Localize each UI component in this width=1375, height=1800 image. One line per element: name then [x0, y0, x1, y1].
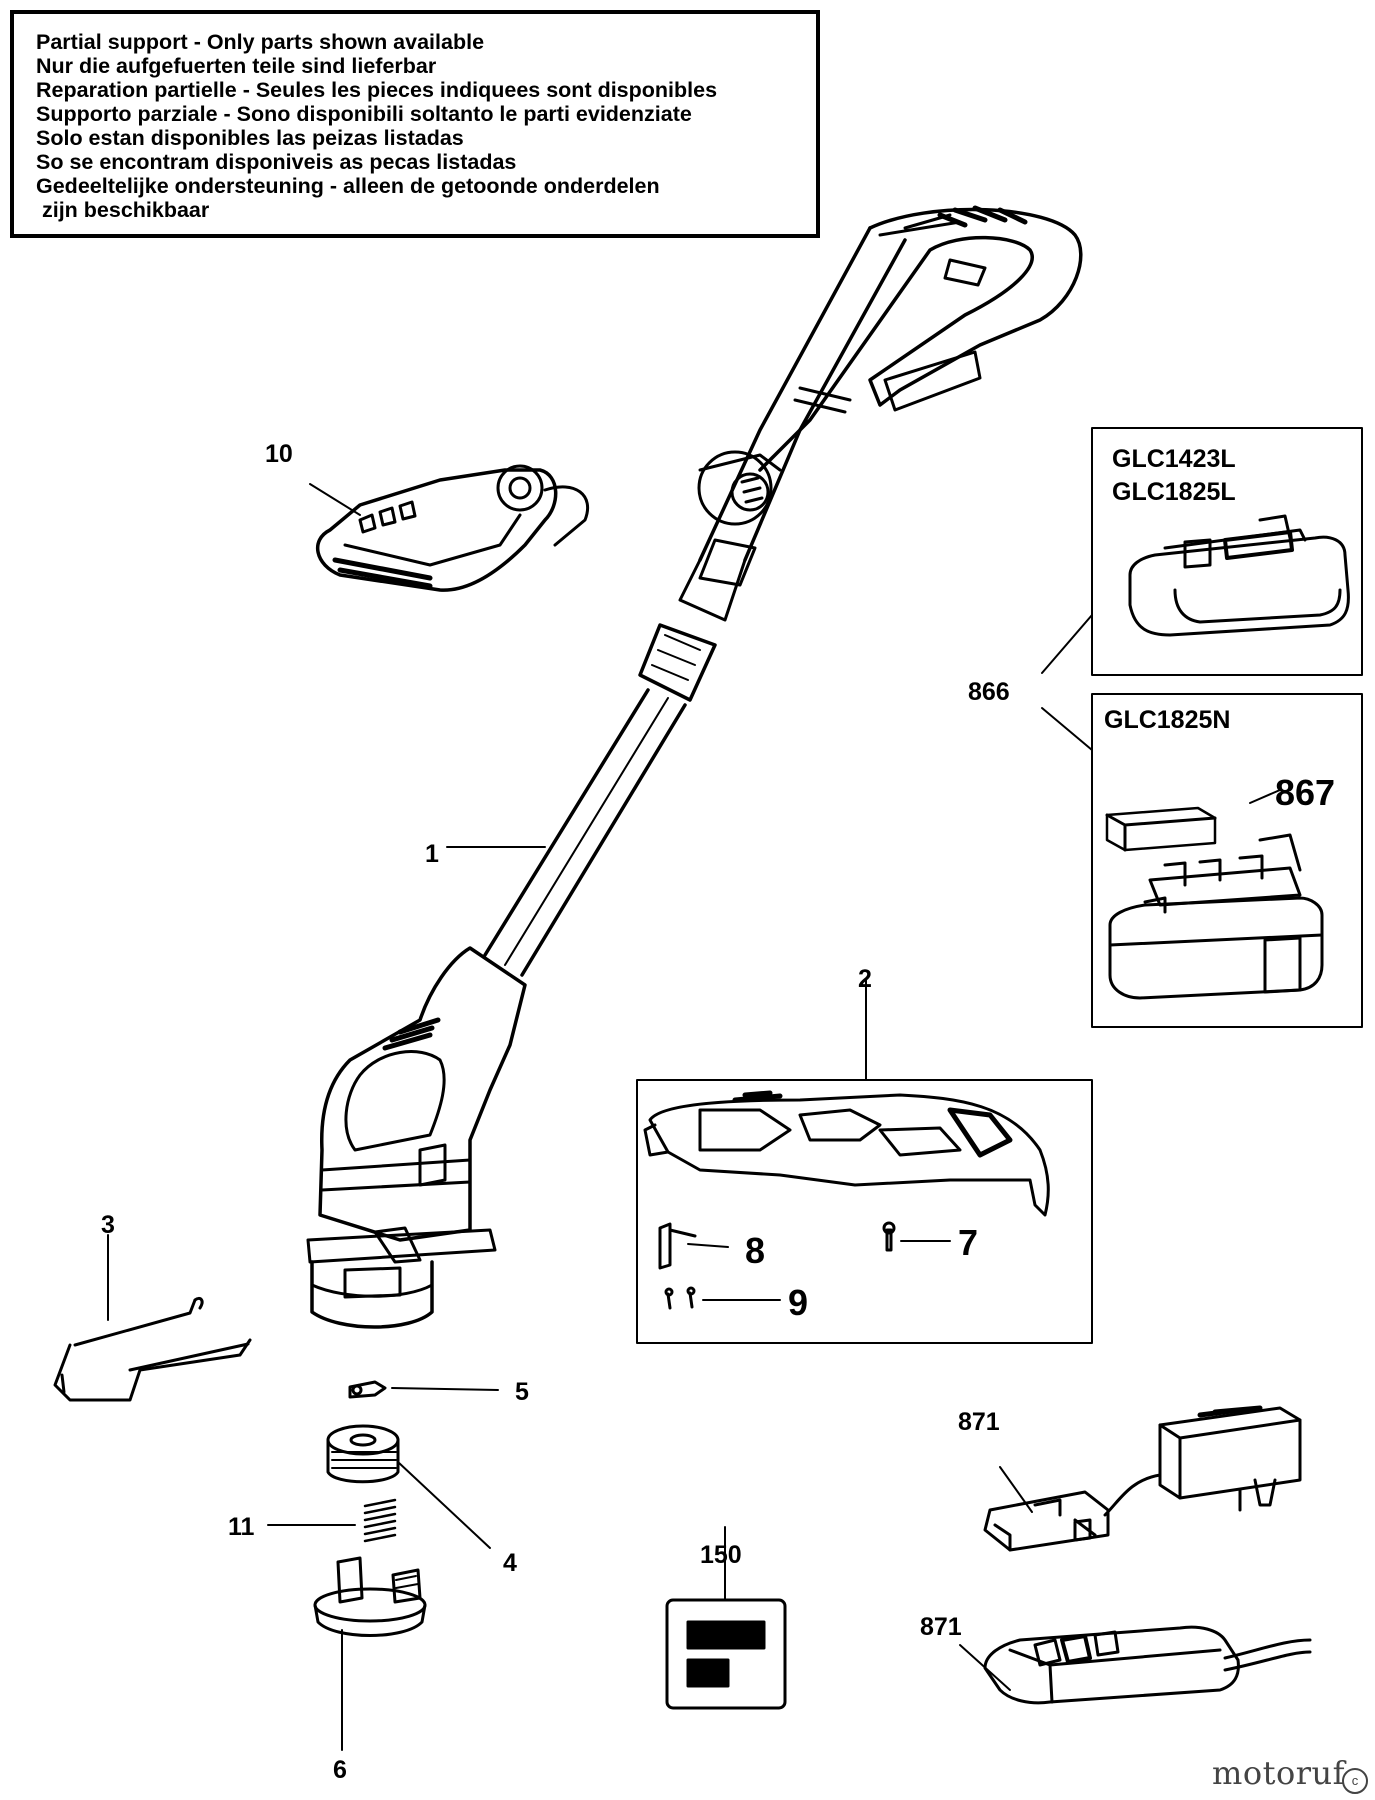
auxiliary-handle [315, 464, 590, 592]
battery-box-lithium [1091, 427, 1363, 676]
battery-box-nicd [1091, 693, 1363, 1028]
edge-guide-wire [53, 1296, 252, 1402]
spool-components [313, 1380, 427, 1637]
battery-model-glc1825l: GLC1825L [1112, 478, 1236, 506]
leader-lines [107, 483, 1093, 1751]
battery-model-glc1423l: GLC1423L [1112, 445, 1236, 473]
part-label-871-base: 871 [920, 1613, 962, 1641]
watermark: motoruf [1212, 1754, 1345, 1792]
part-label-4: 4 [503, 1549, 517, 1577]
part-label-10: 10 [265, 440, 293, 468]
notice-line: Partial support - Only parts shown avail… [36, 30, 485, 54]
part-labels: 1 2 3 4 5 6 7 8 9 10 11 150 866 867 871 … [101, 440, 1335, 1784]
charger-adapter [983, 1405, 1302, 1552]
part-label-3: 3 [101, 1211, 115, 1239]
notice-line: Nur die aufgefuerten teile sind lieferba… [36, 54, 437, 78]
partial-support-notice: Partial support - Only parts shown avail… [10, 10, 820, 238]
notice-line: So se encontram disponiveis as pecas lis… [36, 150, 517, 174]
part-label-11: 11 [228, 1513, 255, 1541]
part-label-6: 6 [333, 1756, 347, 1784]
guard-box [636, 1079, 1093, 1344]
part-label-150: 150 [700, 1541, 742, 1569]
part-label-871-charger: 871 [958, 1408, 1000, 1436]
notice-line: Supporto parziale - Sono disponibili sol… [36, 102, 692, 126]
part-label-9: 9 [788, 1282, 808, 1323]
battery-model-glc1825n: GLC1825N [1104, 706, 1230, 734]
part-label-7: 7 [958, 1222, 978, 1263]
part-label-1: 1 [425, 840, 439, 868]
part-label-2: 2 [858, 965, 872, 993]
part-label-866: 866 [968, 678, 1010, 706]
notice-line: zijn beschikbaar [36, 198, 210, 222]
part-label-8: 8 [745, 1230, 765, 1271]
watermark-mark: c [1342, 1768, 1368, 1794]
part-label-867: 867 [1275, 772, 1335, 813]
trimmer-shaft-assembly [306, 205, 1083, 1329]
notice-line: Solo estan disponibles las peizas listad… [36, 126, 464, 150]
charger-base [983, 1625, 1312, 1705]
part-label-5: 5 [515, 1378, 529, 1406]
notice-line: Reparation partielle - Seules les pieces… [36, 78, 718, 102]
notice-line: Gedeeltelijke ondersteuning - alleen de … [36, 174, 660, 198]
label-card [665, 1598, 787, 1710]
